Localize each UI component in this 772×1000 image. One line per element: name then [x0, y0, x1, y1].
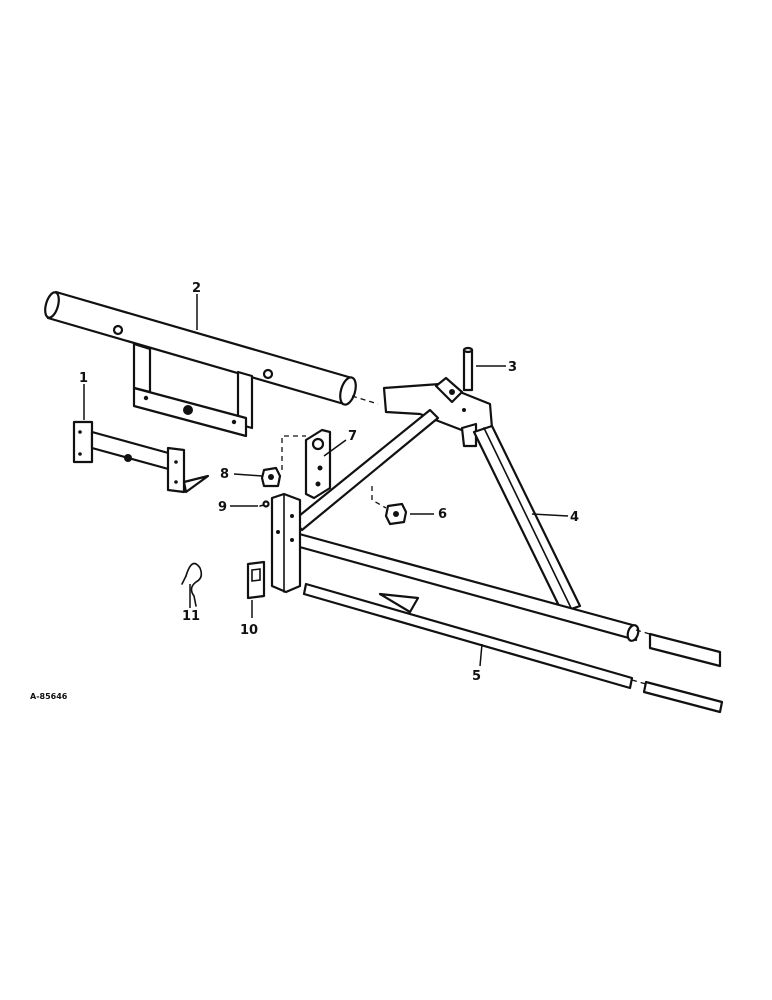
callout-11: 11 — [182, 609, 200, 624]
callout-3: 3 — [508, 360, 517, 375]
callout-5: 5 — [472, 669, 481, 684]
callout-7: 7 — [348, 429, 357, 444]
callout-8: 8 — [220, 467, 229, 482]
callout-2: 2 — [192, 281, 201, 296]
part-7-link-plate — [304, 428, 332, 500]
callout-10: 10 — [240, 623, 258, 638]
part-9-clip-pin — [259, 500, 270, 508]
leader-lines — [83, 294, 569, 667]
callout-labels: 1 2 3 4 5 6 7 8 9 10 11 A-85646 — [30, 281, 579, 701]
part-10-shim — [246, 560, 266, 600]
part-8-bushing — [260, 466, 282, 488]
callout-9: 9 — [218, 500, 227, 515]
a-frame-assembly — [270, 376, 724, 714]
callout-4: 4 — [570, 510, 579, 525]
part-6-bushing — [384, 502, 408, 526]
part-1-bracket — [72, 420, 210, 494]
drawing-reference-code: A-85646 — [30, 692, 68, 701]
callout-1: 1 — [79, 371, 88, 386]
callout-6: 6 — [438, 507, 447, 522]
part-11-spring-clip — [181, 562, 203, 607]
alignment-lines — [281, 395, 387, 509]
part-2-cross-tube — [44, 290, 357, 438]
part-3-pin — [462, 346, 474, 392]
